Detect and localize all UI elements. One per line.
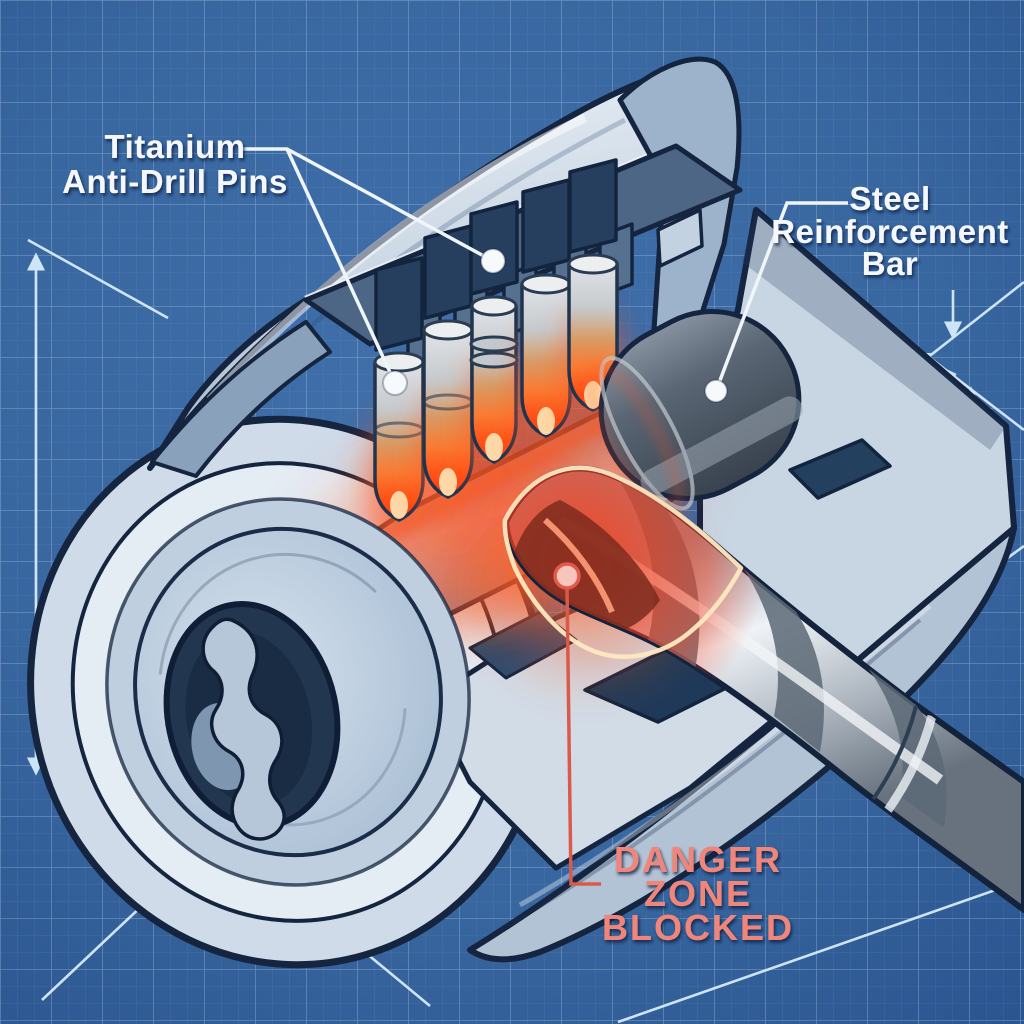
shell-highlight-streak — [206, 113, 587, 404]
label-titanium-line2: Anti-Drill Pins — [62, 163, 288, 200]
label-steel-line2: Reinforcement — [771, 213, 1009, 250]
danger-zone-leader — [565, 587, 601, 886]
pin-cap — [567, 253, 619, 275]
pin-cap — [422, 319, 474, 341]
label-danger-line1: DANGER — [614, 839, 782, 880]
chamber-slot-5 — [568, 158, 618, 254]
right-block-shade — [742, 210, 1006, 450]
rim-step-notch — [656, 208, 704, 268]
bar-end-cap — [599, 356, 695, 511]
labels: Titanium Anti-Drill Pins Steel Reinforce… — [62, 128, 1009, 948]
chamber-slot-1 — [374, 256, 424, 352]
pin-tip-hotspot — [439, 468, 457, 496]
drill-chisel-highlight — [543, 517, 615, 614]
keyhole — [163, 601, 341, 841]
right-block-slot — [788, 438, 892, 500]
label-titanium-line1: Titanium — [105, 128, 246, 165]
chamber-slot-3 — [469, 200, 519, 296]
pin-cap — [520, 273, 572, 295]
drill-flute — [868, 668, 947, 828]
chamber-slot-2 — [423, 224, 473, 320]
bottom-shell-streak — [518, 604, 932, 908]
leader-dot — [382, 370, 408, 396]
label-danger-line3: BLOCKED — [602, 907, 794, 948]
danger-zone-outline — [502, 465, 744, 659]
label-steel-line1: Steel — [849, 180, 930, 217]
pin-chamber-slots — [374, 158, 618, 352]
face-striation — [158, 552, 377, 675]
construction-line — [27, 238, 169, 320]
pin-cap — [470, 295, 518, 317]
leader-dot — [704, 379, 728, 403]
label-steel-line3: Bar — [862, 245, 919, 282]
label-danger-line2: ZONE — [644, 873, 752, 914]
leader-dot — [480, 248, 506, 274]
pin-tip-hotspot — [537, 407, 555, 435]
housing-shell-bottom — [467, 525, 1017, 963]
bar-sheen — [640, 396, 803, 495]
pin-tip-hotspot — [390, 491, 408, 519]
chamber-slot-4 — [521, 178, 571, 274]
pin-tip-hotspot — [485, 433, 503, 461]
danger-leader-dot — [553, 562, 581, 590]
construction-line — [617, 878, 1024, 1024]
leader-lines — [240, 147, 848, 886]
keyway-profile — [201, 617, 286, 841]
titanium-pins-leader — [240, 147, 494, 384]
steel-bar-leader — [714, 201, 848, 392]
